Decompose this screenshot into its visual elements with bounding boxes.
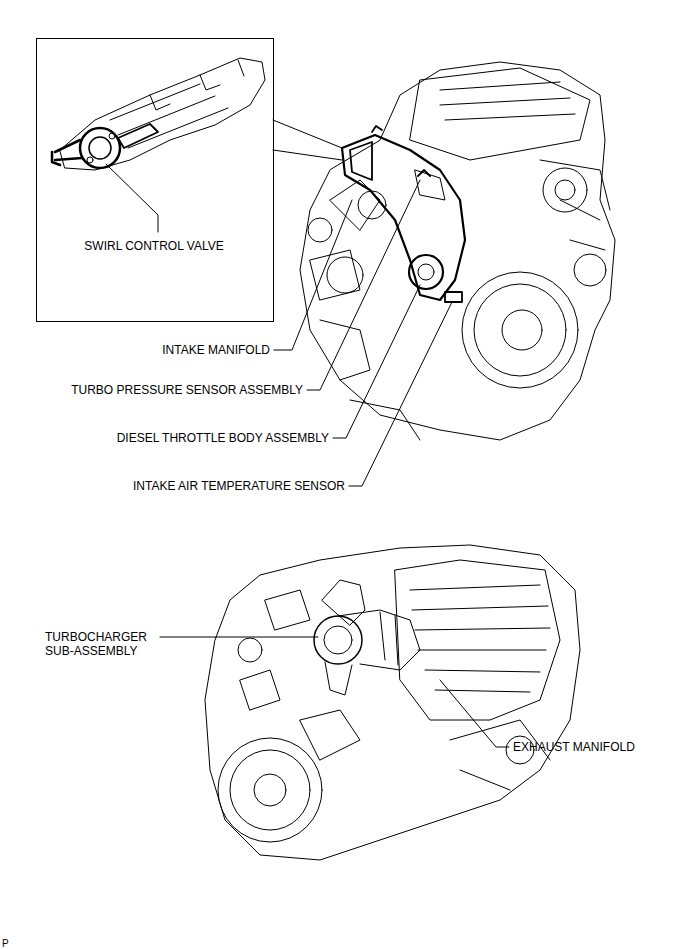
inset-callout — [273, 120, 342, 160]
lower-engine — [205, 545, 580, 860]
inset-box: SWIRL CONTROL VALVE — [36, 38, 274, 322]
page-code: P — [2, 937, 9, 949]
upper-engine — [300, 62, 615, 440]
part-label: TURBO PRESSURE SENSOR ASSEMBLY — [71, 383, 303, 397]
inset-illustration — [52, 58, 265, 170]
part-label: TURBOCHARGER SUB-ASSEMBLY — [45, 630, 157, 658]
part-label: EXHAUST MANIFOLD — [513, 740, 635, 754]
part-label: DIESEL THROTTLE BODY ASSEMBLY — [117, 431, 329, 445]
part-label: SWIRL CONTROL VALVE — [84, 239, 223, 253]
part-label: INTAKE AIR TEMPERATURE SENSOR — [133, 479, 345, 493]
part-label: INTAKE MANIFOLD — [162, 343, 270, 357]
